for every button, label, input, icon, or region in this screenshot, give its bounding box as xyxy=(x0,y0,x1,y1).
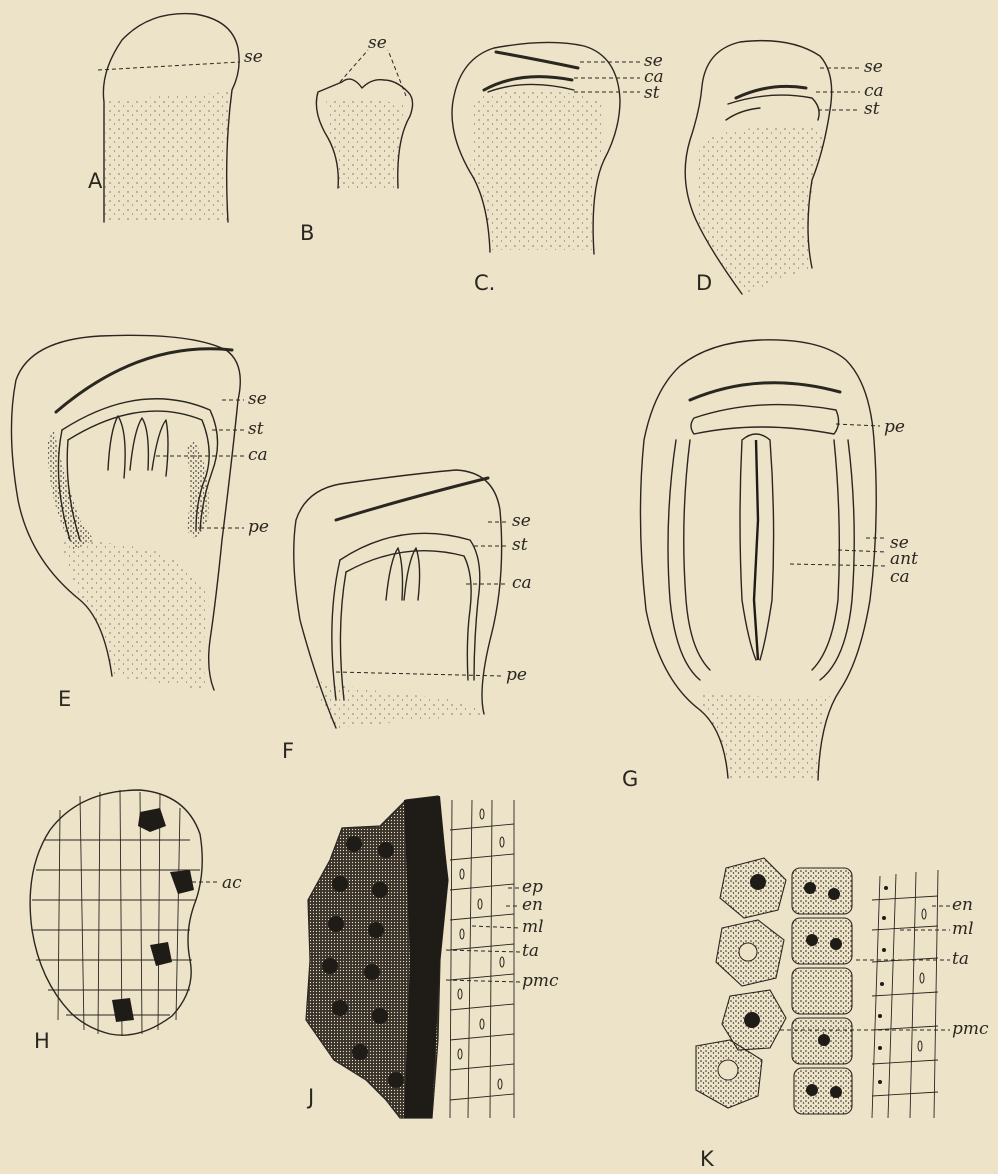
figure-f-label-se: se xyxy=(512,511,531,531)
figure-f-label-st: st xyxy=(512,535,528,555)
figure-g-label-ca: ca xyxy=(890,567,910,587)
figure-a-stipple xyxy=(104,92,230,222)
figure-b-caption: B xyxy=(300,221,314,245)
figure-a-label-se: se xyxy=(244,47,263,67)
figure-k-label-pmc: pmc xyxy=(952,1019,989,1039)
figure-h-caption: H xyxy=(34,1029,50,1053)
figure-c-label-st: st xyxy=(644,83,660,103)
figure-d-caption: D xyxy=(696,271,712,295)
figure-d-label-st: st xyxy=(864,99,880,119)
figure-k-caption: K xyxy=(700,1147,715,1171)
figure-j-label-ep: ep xyxy=(522,877,543,897)
figure-j-label-ml: ml xyxy=(522,917,544,937)
figure-e-caption: E xyxy=(58,687,71,711)
figure-d-label-ca: ca xyxy=(864,81,884,101)
figure-h-label-ac: ac xyxy=(222,873,242,893)
figure-e-label-se: se xyxy=(248,389,267,409)
figure-c-caption: C. xyxy=(474,271,495,295)
figure-g-caption: G xyxy=(622,767,638,791)
figure-k-label-en: en xyxy=(952,895,973,915)
figure-g-label-ant: ant xyxy=(890,549,918,569)
figure-k-label-ml: ml xyxy=(952,919,974,939)
figure-j-caption: J xyxy=(306,1085,314,1109)
figure-k-label-ta: ta xyxy=(952,949,969,969)
figure-f-label-ca: ca xyxy=(512,573,532,593)
figure-f-caption: F xyxy=(282,739,294,763)
figure-e-label-ca: ca xyxy=(248,445,268,465)
figure-e-label-st: st xyxy=(248,419,264,439)
figure-j-label-en: en xyxy=(522,895,543,915)
figure-j-label-pmc: pmc xyxy=(522,971,559,991)
figure-k-tapetum-cells xyxy=(792,868,852,1114)
figure-e-label-pe: pe xyxy=(248,517,269,537)
figure-f-label-pe: pe xyxy=(506,665,527,685)
figure-g-label-pe: pe xyxy=(884,417,905,437)
figure-a-caption: A xyxy=(88,169,103,193)
figure-j-label-ta: ta xyxy=(522,941,539,961)
figure-d-label-se: se xyxy=(864,57,883,77)
figure-c-stipple xyxy=(470,90,604,250)
figure-b-label-se: se xyxy=(368,33,387,53)
